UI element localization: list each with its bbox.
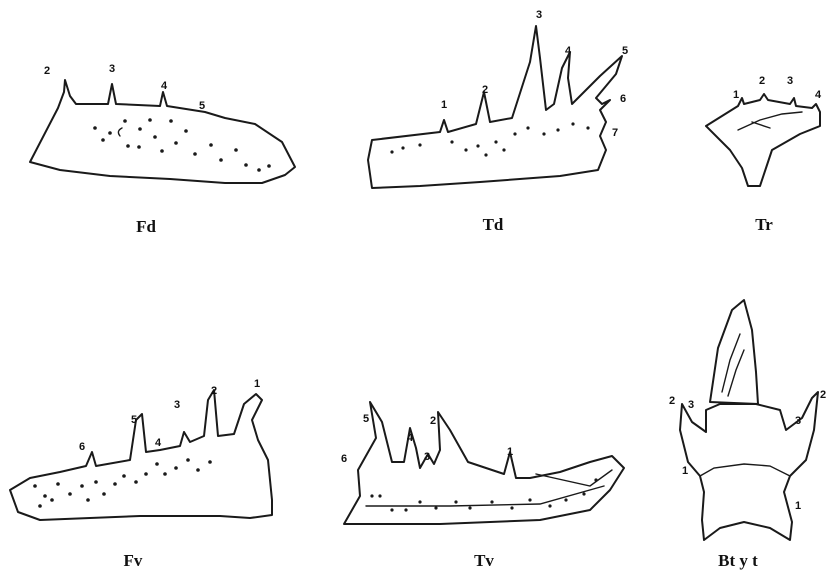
tr-tooth-label: 4 [815,89,822,101]
td-tooth-label: 2 [482,84,488,96]
figure-tv: 1 2 3 4 5 6 Tv [341,402,624,570]
figure-caption: Tr [755,215,773,234]
td-tooth-label: 3 [536,9,542,21]
td-tooth-label: 4 [565,45,572,57]
fv-tooth-label: 5 [131,414,137,426]
btyt-tooth-label: 3 [795,415,801,427]
tv-tooth-label: 6 [341,453,347,465]
figure-caption: Bt y t [718,551,758,570]
btyt-inner-line [700,464,790,476]
figure-caption: Fv [124,551,143,570]
tr-inner-line [752,122,770,128]
btyt-tooth-label: 1 [682,465,688,477]
figure-btyt: 1 2 3 1 2 3 Bt y t [669,300,826,570]
tv-tooth-label: 4 [407,432,414,444]
td-outline [368,26,622,188]
fv-tooth-label: 3 [174,399,180,411]
tr-tooth-label: 3 [787,75,793,87]
tr-outline [706,94,820,186]
figure-caption: Tv [474,551,494,570]
btyt-tooth-label: 2 [669,395,675,407]
fd-tooth-label: 3 [109,63,115,75]
td-dots [390,122,589,156]
td-tooth-label: 6 [620,93,626,105]
btyt-cusp-inner [722,334,740,392]
fv-outline [10,390,272,520]
fv-tooth-label: 4 [155,437,162,449]
btyt-cusp-inner [728,350,744,396]
td-tooth-label: 5 [622,45,628,57]
tv-tooth-label: 5 [363,413,369,425]
fd-tooth-label: 5 [199,100,205,112]
btyt-tooth-label: 3 [688,399,694,411]
tv-inner-line [536,470,612,486]
figure-tr: 1 2 3 4 Tr [706,75,822,234]
figure-caption: Fd [136,217,156,236]
tv-tooth-label: 1 [507,446,513,458]
btyt-tooth-label: 2 [820,389,826,401]
fv-tooth-label: 6 [79,441,85,453]
fd-tooth-label: 2 [44,65,50,77]
btyt-tooth-label: 1 [795,500,801,512]
figure-fd: 2 3 4 5 Fd [30,63,295,236]
fv-dots [33,458,212,508]
tv-tooth-label: 3 [424,451,430,463]
figure-caption: Td [483,215,504,234]
btyt-cusp [710,300,758,404]
td-tooth-label: 1 [441,99,447,111]
fv-tooth-label: 1 [254,378,260,390]
fv-tooth-label: 2 [211,385,217,397]
tr-tooth-label: 1 [733,89,739,101]
figure-td: 1 2 3 4 5 6 7 Td [368,9,628,234]
tv-inner-line [366,486,604,506]
td-tooth-label: 7 [612,127,618,139]
fd-mark [118,128,122,136]
fd-dots [93,118,271,172]
fd-outline [30,80,295,183]
figure-fv: 1 2 3 4 5 6 Fv [10,378,272,570]
tv-tooth-label: 2 [430,415,436,427]
tr-tooth-label: 2 [759,75,765,87]
fd-tooth-label: 4 [161,80,168,92]
